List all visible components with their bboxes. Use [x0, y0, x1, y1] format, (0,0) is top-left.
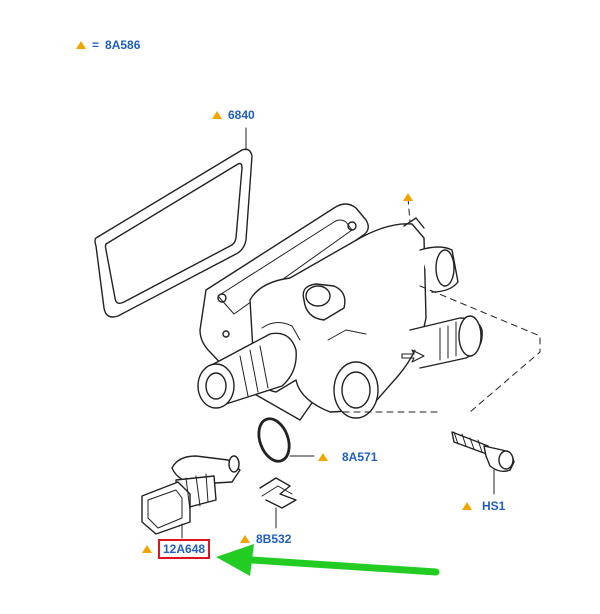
warning-triangle-icon — [212, 111, 222, 119]
warning-triangle-icon — [403, 193, 413, 201]
bolt-HS1[interactable] — [451, 431, 515, 495]
callout-o-ring: 8A571 — [318, 450, 377, 464]
callout-gasket: 6840 — [212, 108, 255, 122]
part-ref-8A571[interactable]: 8A571 — [342, 450, 378, 464]
gasket-6840[interactable] — [94, 127, 253, 318]
callout-housing — [403, 193, 419, 201]
o-ring-8A571[interactable] — [253, 415, 315, 466]
legend-equals: = — [92, 38, 100, 52]
warning-triangle-icon — [318, 453, 328, 461]
part-ref-6840[interactable]: 6840 — [228, 108, 255, 122]
clip-8B532[interactable] — [259, 477, 297, 529]
callout-bolt: HS1 — [462, 499, 505, 513]
warning-triangle-icon — [462, 502, 472, 510]
legend-part-8A586[interactable]: 8A586 — [105, 38, 141, 52]
callout-sensor: 12A648 — [142, 539, 211, 559]
part-ref-8B532[interactable]: 8B532 — [256, 532, 292, 546]
warning-triangle-icon — [142, 545, 152, 553]
temperature-sensor-12A648[interactable] — [141, 455, 241, 539]
warning-triangle-icon — [76, 41, 86, 49]
part-ref-HS1[interactable]: HS1 — [482, 499, 506, 513]
part-ref-12A648[interactable]: 12A648 — [158, 539, 211, 559]
callout-clip: 8B532 — [240, 532, 291, 546]
thermostat-housing[interactable] — [197, 203, 483, 421]
warning-triangle-icon — [240, 535, 250, 543]
pointer-arrow-icon — [216, 544, 440, 576]
assembly-guide-lines — [331, 197, 541, 413]
legend: = 8A586 — [76, 38, 140, 52]
